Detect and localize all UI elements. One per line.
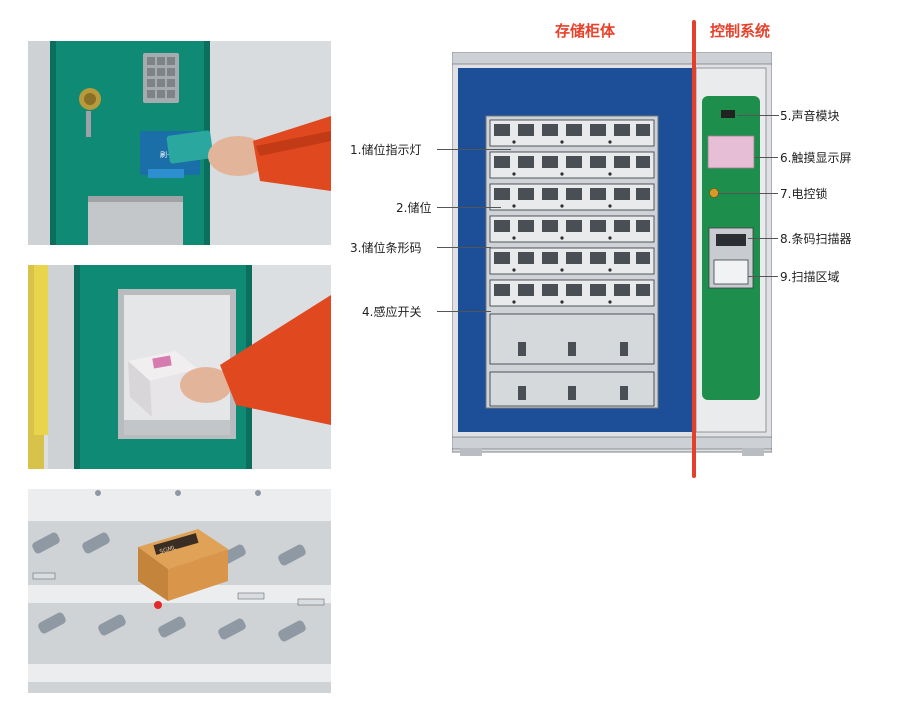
leader-line [748,276,778,277]
photo-card-swipe: 刷卡区 [28,41,331,245]
storage-section-title: 存储柜体 [555,20,615,41]
label-barcode-scanner: 8.条码扫描器 [780,230,851,247]
control-section-title: 控制系统 [710,20,770,41]
leader-line [737,115,779,116]
label-sensor-switch: 4.感应开关 [362,303,421,320]
leader-line [437,247,491,248]
leader-line [748,238,778,239]
leader-line [437,149,511,150]
label-slot: 2.储位 [396,199,431,216]
label-scan-area: 9.扫描区域 [780,268,839,285]
label-sound-module: 5.声音模块 [780,107,839,124]
label-electronic-lock: 7.电控锁 [780,185,827,202]
label-slot-indicator: 1.储位指示灯 [350,141,421,158]
locker-cabinet-diagram [452,52,772,457]
leader-line [437,311,491,312]
section-divider [692,20,696,478]
leader-line [437,207,501,208]
photo-storage-slots: SGML [28,489,331,693]
photo-package-drop [28,265,331,469]
label-touch-screen: 6.触摸显示屏 [780,149,851,166]
leader-line [718,193,778,194]
leader-line [754,157,778,158]
label-slot-barcode: 3.储位条形码 [350,239,421,256]
